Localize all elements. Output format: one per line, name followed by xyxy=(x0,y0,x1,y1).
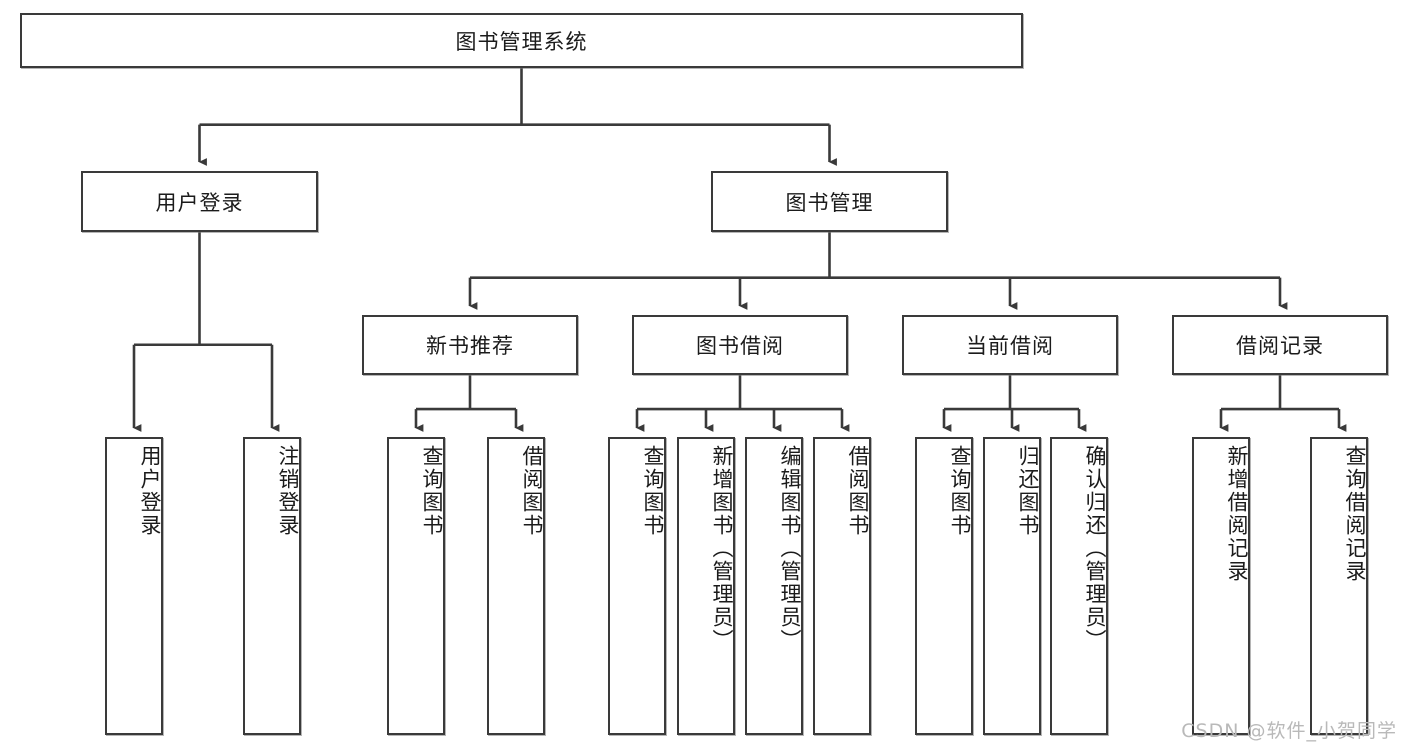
node-leaf-borrow-book-1[interactable]: 借阅图书 xyxy=(487,437,545,735)
node-label: 注销登录 xyxy=(276,445,300,537)
node-leaf-user-logout[interactable]: 注销登录 xyxy=(243,437,301,735)
node-label: 用户登录 xyxy=(155,190,244,215)
node-leaf-return-book[interactable]: 归还图书 xyxy=(983,437,1041,735)
node-leaf-add-book-admin[interactable]: 新增图书（管理员） xyxy=(677,437,735,735)
node-label: 借阅图书 xyxy=(846,445,870,537)
node-label: 借阅记录 xyxy=(1236,334,1324,358)
node-label: 借阅图书 xyxy=(520,445,544,537)
node-leaf-query-book-3[interactable]: 查询图书 xyxy=(915,437,973,735)
node-leaf-borrow-book-2[interactable]: 借阅图书 xyxy=(813,437,871,735)
node-label: 图书管理 xyxy=(785,190,874,215)
node-leaf-query-borrow-rec[interactable]: 查询借阅记录 xyxy=(1310,437,1368,735)
node-new-book-recommend[interactable]: 新书推荐 xyxy=(362,315,578,375)
node-label: 图书借阅 xyxy=(696,334,784,358)
node-leaf-user-login[interactable]: 用户登录 xyxy=(105,437,163,735)
node-label: 查询图书 xyxy=(948,445,972,537)
node-user-login[interactable]: 用户登录 xyxy=(81,171,318,232)
node-leaf-add-borrow-rec[interactable]: 新增借阅记录 xyxy=(1192,437,1250,735)
node-leaf-query-book-2[interactable]: 查询图书 xyxy=(608,437,666,735)
node-leaf-edit-book-admin[interactable]: 编辑图书（管理员） xyxy=(745,437,803,735)
node-label: 新增借阅记录 xyxy=(1225,445,1249,583)
node-current-borrow[interactable]: 当前借阅 xyxy=(902,315,1118,375)
node-label: 新增图书（管理员） xyxy=(710,445,734,652)
node-label: 查询图书 xyxy=(641,445,665,537)
node-label: 查询图书 xyxy=(420,445,444,537)
node-label: 归还图书 xyxy=(1016,445,1040,537)
node-book-manage[interactable]: 图书管理 xyxy=(711,171,948,232)
node-label: 查询借阅记录 xyxy=(1343,445,1367,583)
node-label: 用户登录 xyxy=(138,445,162,537)
node-label: 当前借阅 xyxy=(966,334,1054,358)
node-leaf-query-book-1[interactable]: 查询图书 xyxy=(387,437,445,735)
node-borrow-record[interactable]: 借阅记录 xyxy=(1172,315,1388,375)
node-leaf-confirm-return[interactable]: 确认归还（管理员） xyxy=(1050,437,1108,735)
watermark: CSDN @软件_小贺同学 xyxy=(1181,720,1397,742)
node-root[interactable]: 图书管理系统 xyxy=(20,13,1023,68)
node-label: 编辑图书（管理员） xyxy=(778,445,802,652)
node-book-borrow[interactable]: 图书借阅 xyxy=(632,315,848,375)
node-label: 新书推荐 xyxy=(426,334,514,358)
node-label: 图书管理系统 xyxy=(455,29,588,54)
node-label: 确认归还（管理员） xyxy=(1083,445,1107,652)
